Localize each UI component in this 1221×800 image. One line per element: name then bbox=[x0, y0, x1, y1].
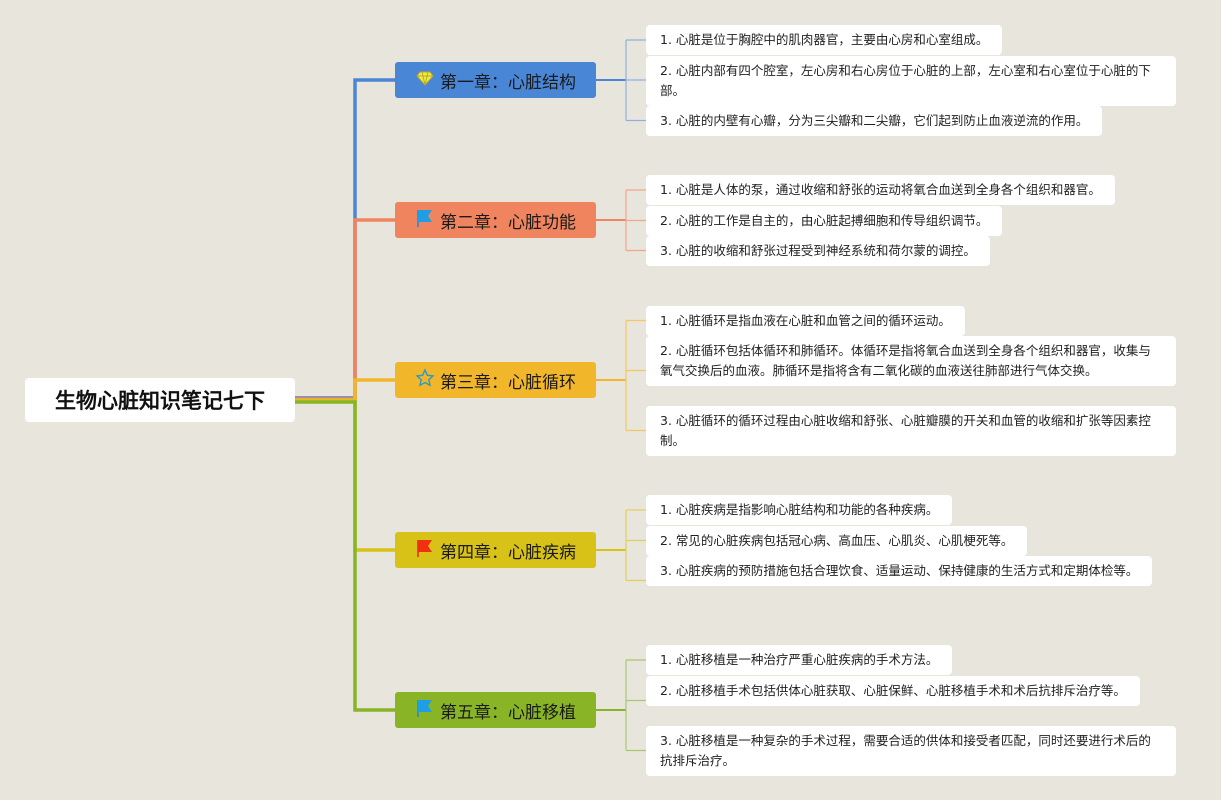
chapter-title: 第二章：心脏功能 bbox=[440, 212, 576, 233]
root-topic[interactable]: 生物心脏知识笔记七下 bbox=[25, 378, 295, 422]
branch-line bbox=[295, 399, 395, 552]
leaf-topic[interactable]: 1. 心脏是位于胸腔中的肌肉器官，主要由心房和心室组成。 bbox=[646, 25, 1003, 55]
leaf-topic[interactable]: 3. 心脏疾病的预防措施包括合理饮食、适量运动、保持健康的生活方式和定期体检等。 bbox=[646, 556, 1153, 586]
branch-line bbox=[295, 400, 395, 712]
diamond-icon bbox=[415, 68, 435, 93]
chapter-topic-2[interactable]: 第二章：心脏功能 bbox=[395, 202, 596, 238]
red-flag-icon bbox=[415, 538, 435, 563]
chapter-topic-5[interactable]: 第五章：心脏移植 bbox=[395, 692, 596, 728]
branch-line bbox=[295, 78, 395, 400]
chapter-title: 第三章：心脏循环 bbox=[440, 372, 576, 393]
leaf-topic[interactable]: 1. 心脏移植是一种治疗严重心脏疾病的手术方法。 bbox=[646, 645, 953, 675]
chapter-topic-3[interactable]: 第三章：心脏循环 bbox=[395, 362, 596, 398]
branch-line bbox=[295, 218, 395, 401]
leaf-topic[interactable]: 3. 心脏移植是一种复杂的手术过程，需要合适的供体和接受者匹配，同时还要进行术后… bbox=[646, 726, 1176, 776]
leaf-topic[interactable]: 3. 心脏的内壁有心瓣，分为三尖瓣和二尖瓣，它们起到防止血液逆流的作用。 bbox=[646, 106, 1103, 136]
blue-flag-icon bbox=[415, 208, 435, 233]
leaf-topic[interactable]: 2. 心脏移植手术包括供体心脏获取、心脏保鲜、心脏移植手术和术后抗排斥治疗等。 bbox=[646, 676, 1140, 706]
leaf-topic[interactable]: 2. 常见的心脏疾病包括冠心病、高血压、心肌炎、心肌梗死等。 bbox=[646, 526, 1028, 556]
chapter-topic-4[interactable]: 第四章：心脏疾病 bbox=[395, 532, 596, 568]
leaf-topic[interactable]: 2. 心脏内部有四个腔室，左心房和右心房位于心脏的上部，左心室和右心室位于心脏的… bbox=[646, 56, 1176, 106]
leaf-topic[interactable]: 2. 心脏的工作是自主的，由心脏起搏细胞和传导组织调节。 bbox=[646, 206, 1003, 236]
leaf-topic[interactable]: 1. 心脏是人体的泵，通过收缩和舒张的运动将氧合血送到全身各个组织和器官。 bbox=[646, 175, 1115, 205]
leaf-topic[interactable]: 3. 心脏的收缩和舒张过程受到神经系统和荷尔蒙的调控。 bbox=[646, 236, 990, 266]
chapter-title: 第五章：心脏移植 bbox=[440, 702, 576, 723]
blue-flag-icon bbox=[415, 698, 435, 723]
leaf-topic[interactable]: 1. 心脏循环是指血液在心脏和血管之间的循环运动。 bbox=[646, 306, 965, 336]
leaf-topic[interactable]: 3. 心脏循环的循环过程由心脏收缩和舒张、心脏瓣膜的开关和血管的收缩和扩张等因素… bbox=[646, 406, 1176, 456]
chapter-title: 第四章：心脏疾病 bbox=[440, 542, 576, 563]
leaf-topic[interactable]: 2. 心脏循环包括体循环和肺循环。体循环是指将氧合血送到全身各个组织和器官，收集… bbox=[646, 336, 1176, 386]
star-icon bbox=[415, 367, 435, 393]
leaf-topic[interactable]: 1. 心脏疾病是指影响心脏结构和功能的各种疾病。 bbox=[646, 495, 953, 525]
chapter-title: 第一章：心脏结构 bbox=[440, 72, 576, 93]
chapter-topic-1[interactable]: 第一章：心脏结构 bbox=[395, 62, 596, 98]
